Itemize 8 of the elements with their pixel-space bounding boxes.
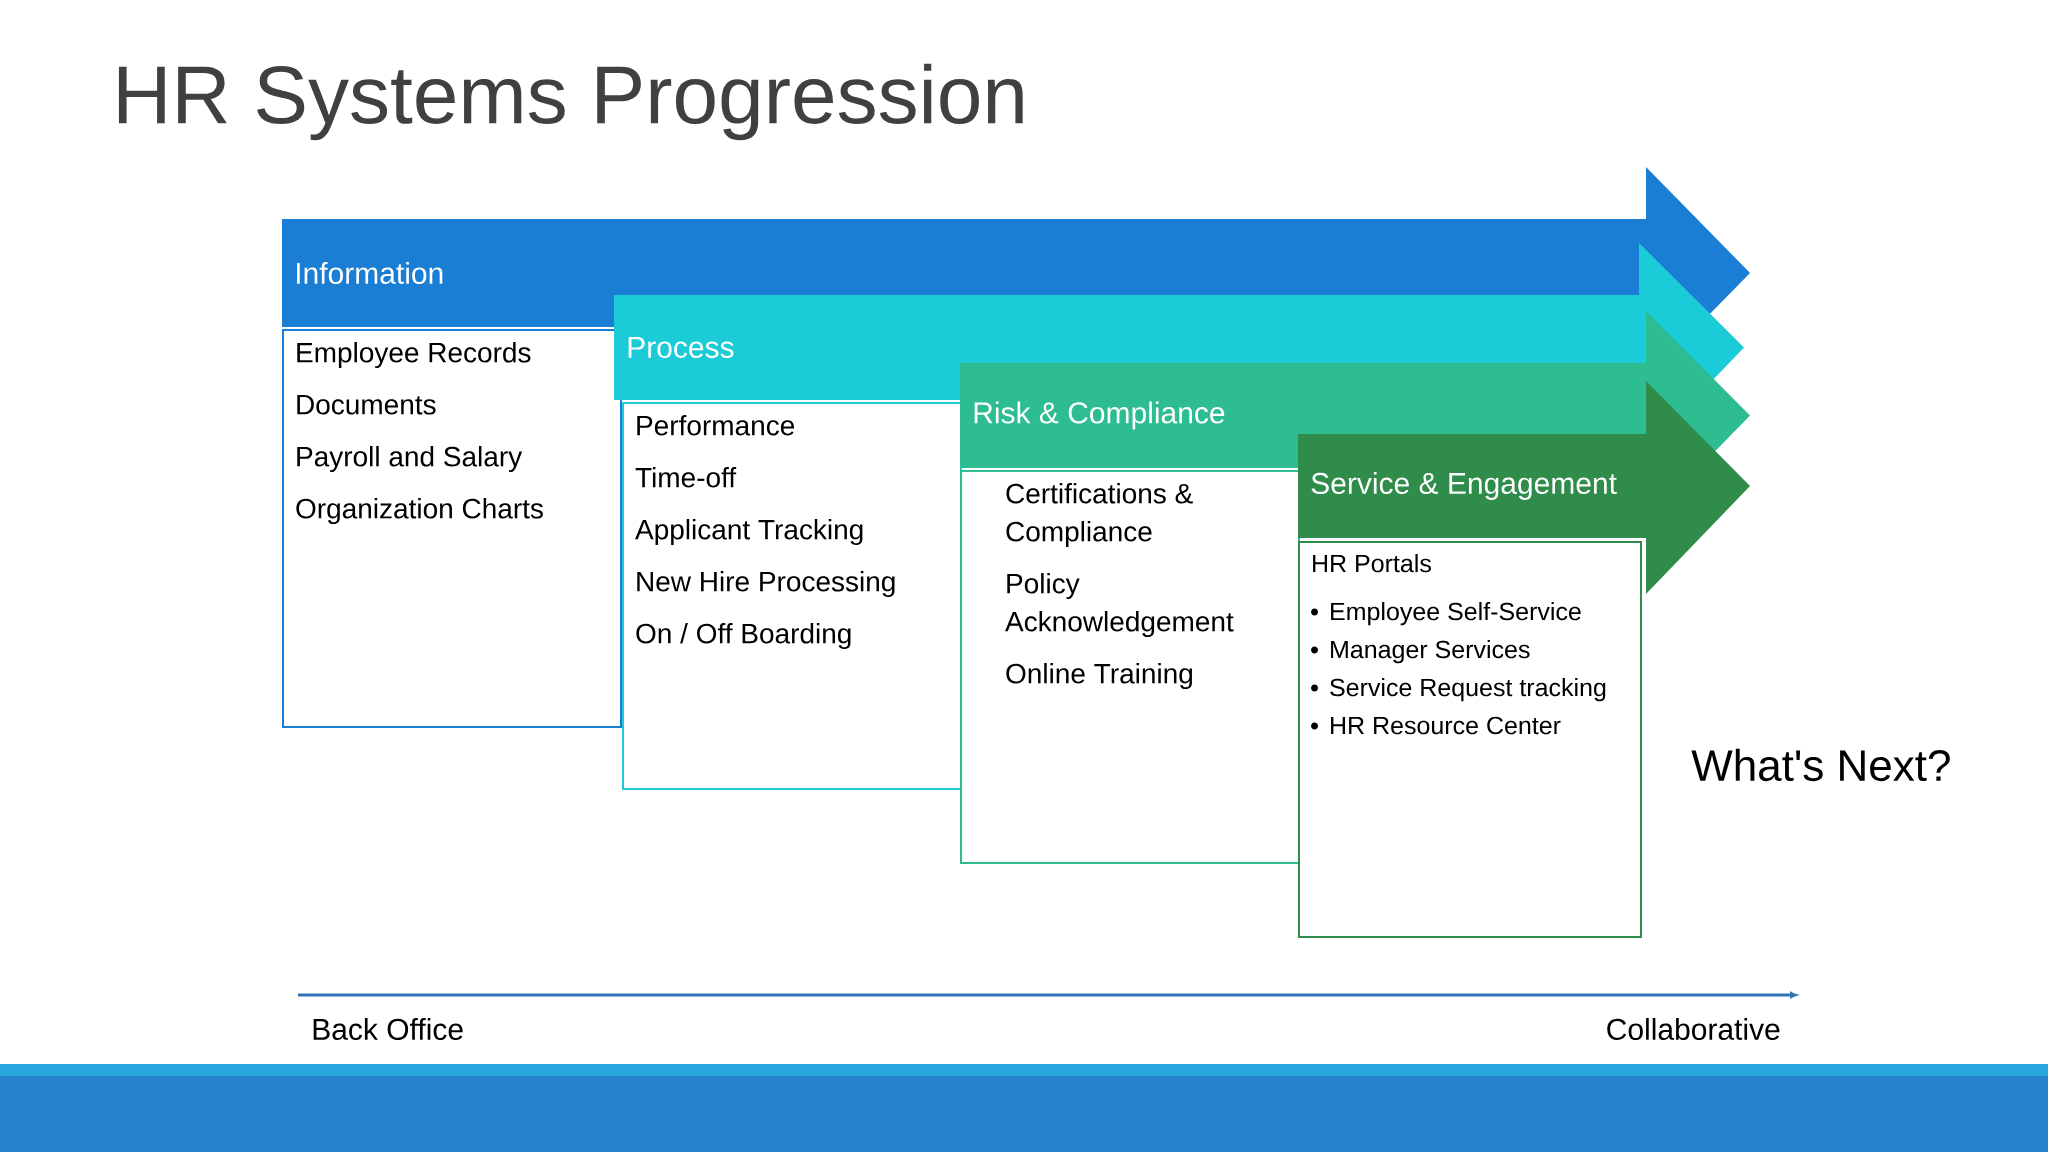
label: Collaborative xyxy=(1607,1018,1780,1040)
label: What's Next? xyxy=(1691,748,1950,782)
text-box: Certifications & Compliance Policy Acknowledgement Online Training xyxy=(960,470,1300,864)
text-box: HR Portals Employee Self-Service Manager Services Service Request tracking HR Resource Center xyxy=(1298,541,1642,938)
text-box: Employee Records Documents Payroll and Salary Organization Charts xyxy=(282,329,622,728)
text-box: Performance Time-off Applicant Tracking New Hire Processing On / Off Boarding xyxy=(622,402,962,790)
label: Back Office xyxy=(313,1018,463,1040)
title: HR Systems Progression xyxy=(118,63,1023,141)
